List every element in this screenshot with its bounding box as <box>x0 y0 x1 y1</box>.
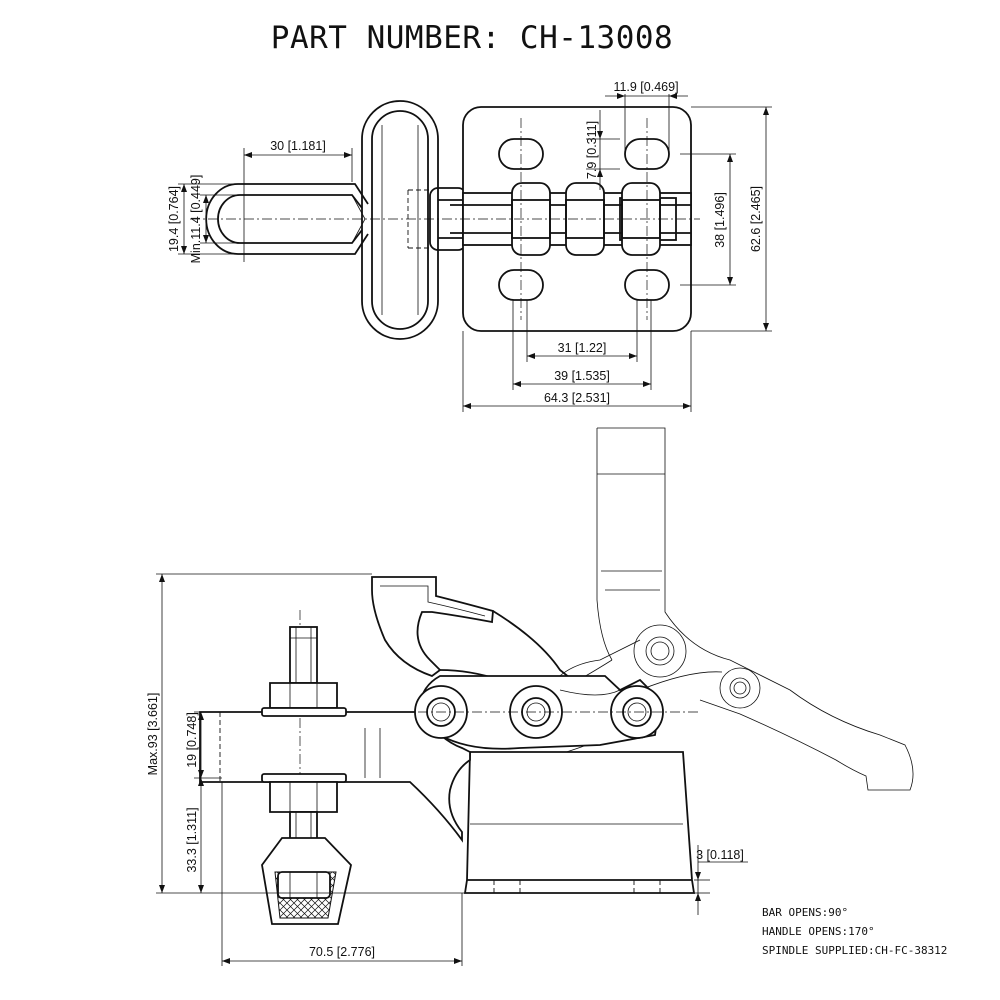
part-number-title: PART NUMBER: CH-13008 <box>271 20 673 56</box>
top-view: 30 [1.181] 19.4 [0.764] Min.11.4 [0.449]… <box>167 80 772 412</box>
dim-spindle-height: 33.3 [1.311] <box>185 807 199 872</box>
dim-slot-width: 11.9 [0.469] <box>613 80 678 94</box>
note-bar-opens: BAR OPENS:90° <box>762 906 848 919</box>
side-view: Max.93 [3.661] 19 [0.748] 33.3 [1.311] 3… <box>146 427 914 966</box>
dim-hole-pitch-vertical: 38 [1.496] <box>713 192 727 248</box>
handle-grip-outer <box>361 100 439 340</box>
dim-bar-height: 19 [0.748] <box>185 712 199 768</box>
dim-base-length: 64.3 [2.531] <box>544 391 610 405</box>
washer-upper <box>261 707 347 717</box>
dim-hole-pitch-b: 39 [1.535] <box>554 369 610 383</box>
dim-base-thickness: 3 [0.118] <box>696 848 744 862</box>
hex-nut-upper <box>269 682 338 709</box>
dim-reach: 70.5 [2.776] <box>309 945 375 959</box>
dim-grip-height: 19.4 [0.764] <box>167 186 181 252</box>
note-spindle-supplied: SPINDLE SUPPLIED:CH-FC-38312 <box>762 944 947 957</box>
dim-min-opening: Min.11.4 [0.449] <box>189 175 203 264</box>
handle-open-position <box>597 427 914 791</box>
dim-base-width: 62.6 [2.465] <box>749 186 763 252</box>
dim-hole-pitch-a: 31 [1.22] <box>558 341 607 355</box>
hex-nut-lower <box>269 781 338 813</box>
dim-slot-pitch: 7.9 [0.311] <box>585 121 599 179</box>
base-body-side <box>463 751 696 894</box>
washer-lower <box>261 773 347 783</box>
spindle-top <box>289 626 318 684</box>
spindle-grip-inner <box>217 194 363 244</box>
dim-max-height: Max.93 [3.661] <box>146 693 160 776</box>
handle-closed <box>371 576 494 678</box>
handle-grip-inner <box>371 110 429 330</box>
note-handle-opens: HANDLE OPENS:170° <box>762 925 875 938</box>
dim-grip-length: 30 [1.181] <box>270 139 326 153</box>
specification-notes: BAR OPENS:90° HANDLE OPENS:170° SPINDLE … <box>762 906 947 957</box>
